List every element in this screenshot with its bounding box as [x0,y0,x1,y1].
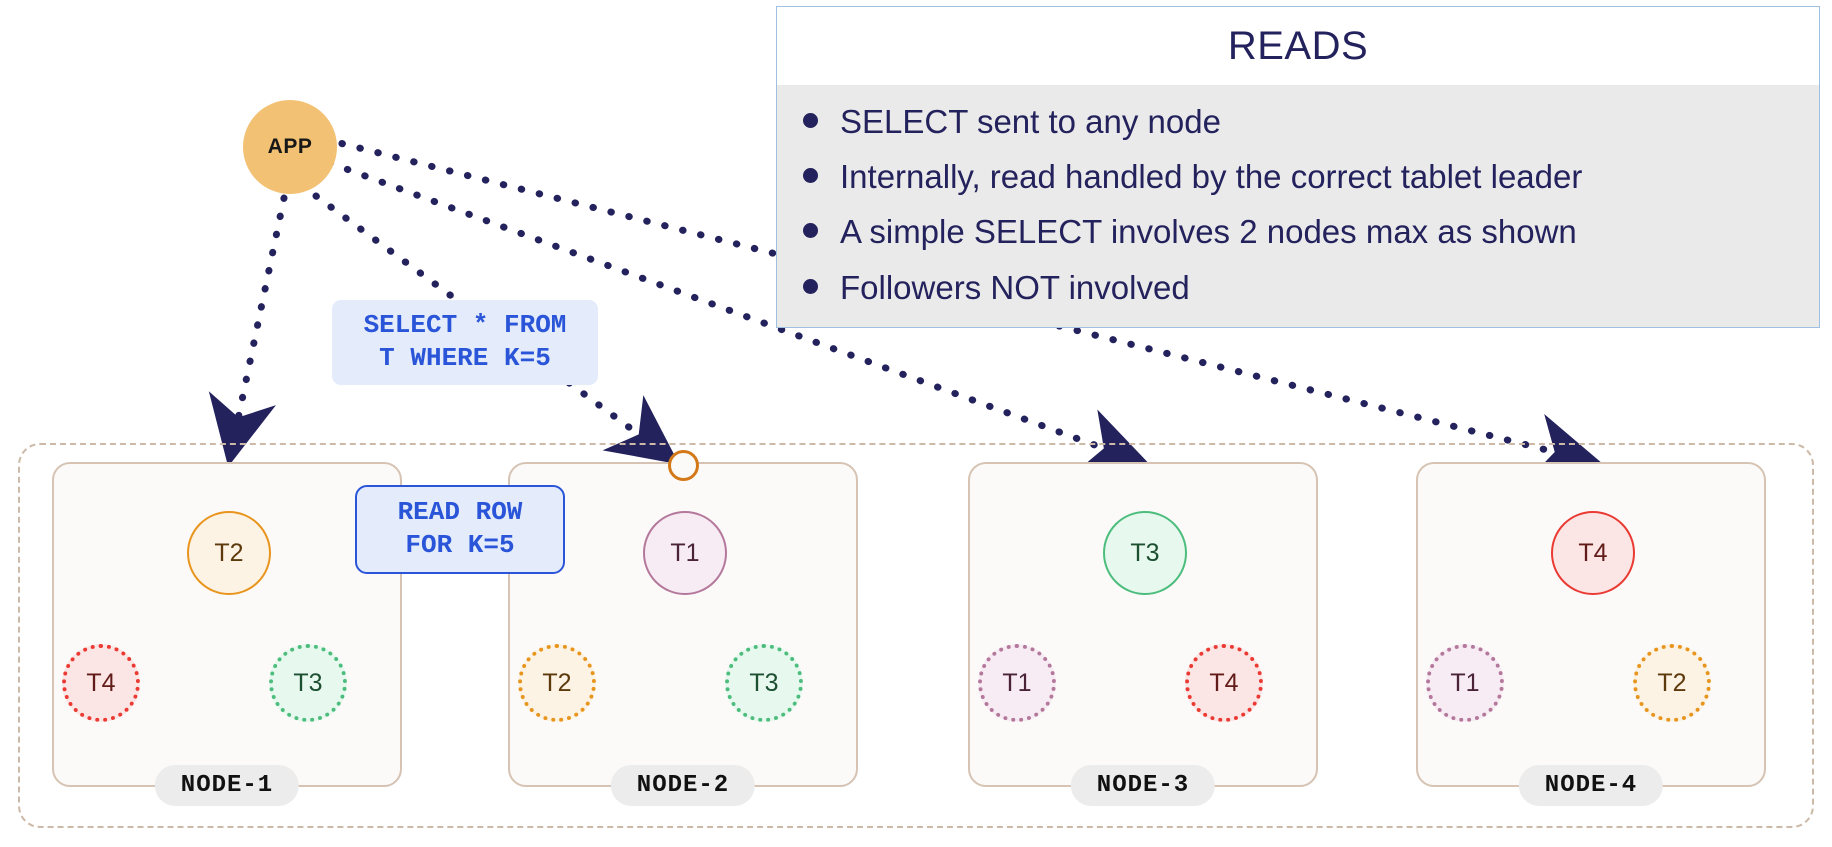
node-name-badge: NODE-4 [1518,765,1664,806]
tablet-follower[interactable]: T3 [269,644,347,722]
tablet-label: T4 [1209,668,1239,697]
tablet-label: T1 [670,538,700,567]
bullet-icon [803,278,818,294]
tablet-label: T3 [293,668,323,697]
reads-bullet-text: Internally, read handled by the correct … [840,158,1583,196]
tablet-follower[interactable]: T2 [518,644,596,722]
reads-bullet-text: A simple SELECT involves 2 nodes max as … [840,213,1577,251]
node-name-badge: NODE-2 [610,765,756,806]
tablet-label: T2 [542,668,572,697]
node-box-4[interactable]: T4 T1 T2 NODE-4 [1416,462,1766,806]
tablet-leader[interactable]: T3 [1103,511,1187,595]
node-box-3[interactable]: T3 T1 T4 NODE-3 [968,462,1318,806]
tablet-follower[interactable]: T2 [1633,644,1711,722]
tablet-follower[interactable]: T3 [725,644,803,722]
arrow-app-to-node1 [208,194,288,467]
tablet-label: T4 [1578,538,1608,567]
list-item: A simple SELECT involves 2 nodes max as … [803,209,1801,255]
node-box-2[interactable]: T1 T2 T3 NODE-2 [508,462,858,806]
tablet-follower[interactable]: T4 [1185,644,1263,722]
tablet-follower[interactable]: T1 [1426,644,1504,722]
node-name-badge: NODE-1 [154,765,300,806]
tablet-label: T1 [1450,668,1480,697]
tablet-leader[interactable]: T2 [187,511,271,595]
node-box-1[interactable]: T2 T4 T3 NODE-1 [52,462,402,806]
node-name-badge: NODE-3 [1070,765,1216,806]
tablet-leader[interactable]: T4 [1551,511,1635,595]
list-item: Internally, read handled by the correct … [803,154,1801,200]
tablet-label: T4 [86,668,116,697]
list-item: SELECT sent to any node [803,99,1801,145]
reads-bullet-text: Followers NOT involved [840,268,1190,306]
reads-panel-body: SELECT sent to any node Internally, read… [777,85,1819,327]
tablet-follower[interactable]: T4 [62,644,140,722]
reads-bullet-list: SELECT sent to any node Internally, read… [777,99,1819,311]
node2-entry-port-icon [668,450,699,481]
reads-panel-title: READS [1227,24,1369,68]
read-row-label: READ ROW FOR K=5 [355,485,565,574]
tablet-follower[interactable]: T1 [978,644,1056,722]
tablet-label: T3 [749,668,779,697]
select-query-label: SELECT * FROM T WHERE K=5 [332,300,598,385]
list-item: Followers NOT involved [803,265,1801,311]
bullet-icon [803,168,818,184]
reads-panel: READS SELECT sent to any node Internally… [776,6,1820,328]
bullet-icon [803,113,818,128]
app-label: APP [267,135,313,158]
reads-bullet-text: SELECT sent to any node [840,103,1221,140]
tablet-leader[interactable]: T1 [643,511,727,595]
tablet-label: T1 [1002,668,1032,697]
bullet-icon [803,223,818,239]
tablet-label: T2 [1657,668,1687,697]
cluster-boundary [18,443,1814,828]
tablet-label: T3 [1130,538,1160,567]
tablet-label: T2 [214,538,244,567]
app-node[interactable]: APP [243,100,337,194]
